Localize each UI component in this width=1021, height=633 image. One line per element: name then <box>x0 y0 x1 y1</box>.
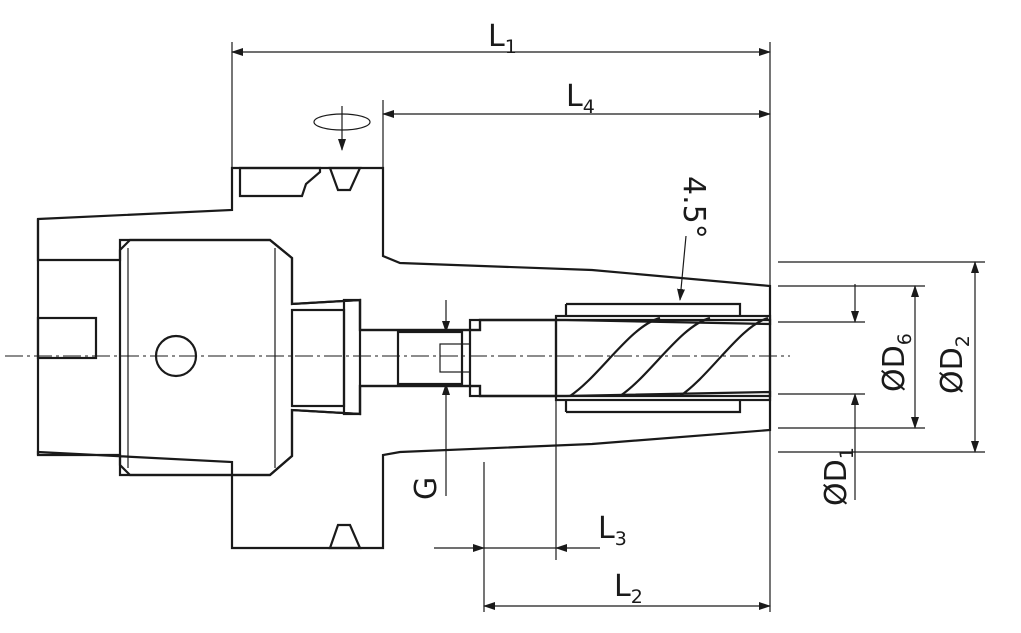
holder-outline-upper <box>36 166 772 332</box>
dim-label-d1: ØD1 <box>819 447 858 506</box>
stop-screw <box>396 330 464 386</box>
tool-holder-section <box>36 166 772 550</box>
spiral-sleeve <box>554 314 772 402</box>
rotation-direction-arrow-icon <box>313 106 371 151</box>
dim-label-d6: ØD6 <box>877 333 916 392</box>
dim-label-angle: 4.5° <box>676 176 711 239</box>
dim-label-d2: ØD2 <box>935 335 974 394</box>
dim-label-l1: L1 <box>488 19 517 58</box>
sleeve-flange-upper <box>564 302 742 316</box>
dimension-lines <box>231 42 985 612</box>
flange-vgroove-lower <box>328 523 362 550</box>
shank-notch-upper <box>36 316 98 360</box>
screw-block <box>468 318 558 398</box>
stop-screw-hex <box>439 343 471 373</box>
spiral-groove-1 <box>569 316 661 397</box>
bore-cavity <box>118 238 772 477</box>
sleeve-flange-lower <box>564 400 742 414</box>
flange-vgroove-upper <box>328 166 362 192</box>
drawbar-head <box>342 298 362 416</box>
drawbar-shaft <box>290 308 346 408</box>
dim-label-l4: L4 <box>566 79 595 118</box>
dim-label-g: G <box>409 477 444 500</box>
holder-outline-lower <box>36 384 772 550</box>
dim-label-l3: L3 <box>598 511 627 550</box>
bore-inner-line <box>127 248 276 468</box>
spiral-groove-3 <box>679 316 769 397</box>
dim-label-l2: L2 <box>614 569 643 608</box>
spiral-groove-2 <box>619 316 711 397</box>
flange-groove-upper <box>238 166 322 198</box>
